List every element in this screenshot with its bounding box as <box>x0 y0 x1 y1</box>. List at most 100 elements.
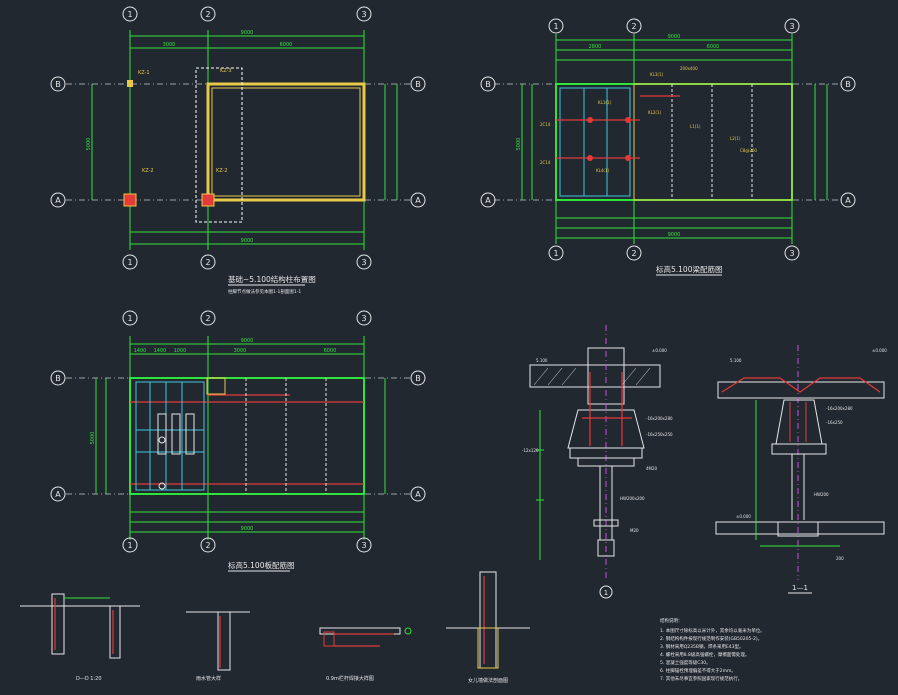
svg-text:±0.000: ±0.000 <box>652 348 667 353</box>
notes-line: 1. 本图尺寸除标高以米计外，其余均以毫米为单位。 <box>660 627 765 634</box>
svg-text:L2(1): L2(1) <box>730 136 741 141</box>
plan2-axis-label: 3 <box>789 249 794 258</box>
notes-line: 3. 钢材采用Q235B钢，焊条采用E43型。 <box>660 643 744 650</box>
plan1-axis-label: 3 <box>361 258 366 267</box>
detail-parapet-title: 女儿墙做法剖面图 <box>468 677 508 684</box>
svg-text:KL2(1): KL2(1) <box>648 110 662 115</box>
plan3-cyan-members <box>135 381 205 491</box>
detail-parapet: 女儿墙做法剖面图 <box>446 571 530 684</box>
plan2-axis-label: 1 <box>553 249 558 258</box>
notes-line: 6. 柱脚锚栓预埋偏差不得大于2mm。 <box>660 667 736 674</box>
plan3-dimensions <box>95 336 386 540</box>
plan3-dim-text: 9000 <box>241 338 254 344</box>
plan3-red-rebar <box>130 394 364 485</box>
plan3-axis-label: 3 <box>361 314 366 323</box>
svg-text:L1(1): L1(1) <box>690 124 701 129</box>
detail-downpipe-title: 雨水管大样 <box>196 675 221 682</box>
plan2-dim-text: 9000 <box>668 34 681 40</box>
plan1-axis-label: 3 <box>361 10 366 19</box>
plan1-dashed-zone <box>195 67 243 223</box>
plan3-dim-text: 1000 <box>174 348 187 354</box>
plan1-axis-label: A <box>415 196 421 205</box>
plan1-tag: KZ-3 <box>220 68 232 74</box>
plan3-outline <box>129 377 365 495</box>
plan1-subtitle: 柱脚节点做法参见本图1-1剖面图1-1 <box>228 288 301 295</box>
svg-text:KL1(1): KL1(1) <box>598 100 612 105</box>
plan2-axis-label: 2 <box>631 22 636 31</box>
notes-line: 5. 混凝土强度等级C30。 <box>660 659 711 666</box>
plan1-column <box>123 193 137 207</box>
plan2-dimensions <box>521 34 828 244</box>
plan1-axis-label: A <box>55 196 61 205</box>
svg-text:200: 200 <box>836 556 844 561</box>
plan2-axis-label: 3 <box>789 22 794 31</box>
detail-railing: 0.9m栏杆焊接大样图 <box>319 627 412 682</box>
plan3-axis-label: A <box>55 490 61 499</box>
plan2-title: 标高5.100梁配筋图 <box>656 264 722 274</box>
plan1-dim-text: 9000 <box>241 30 254 36</box>
svg-text:200x400: 200x400 <box>680 66 698 71</box>
plan1-dim-text: 9000 <box>241 238 254 244</box>
plan-beam-reinforcement: KL1(1)KL2(1) L1(1)L2(1) KL3(1)KL4(1) 2C1… <box>480 18 856 276</box>
svg-text:2C14: 2C14 <box>540 122 551 127</box>
section-1-1-label: 1—1 <box>792 584 808 592</box>
plan3-dim-text: 3000 <box>234 348 247 354</box>
plan1-column <box>127 80 133 87</box>
svg-text:KL3(1): KL3(1) <box>650 72 664 77</box>
svg-text:HW200x200: HW200x200 <box>620 496 645 501</box>
plan3-axis-label: B <box>55 374 61 383</box>
plan2-axis-label: A <box>845 196 851 205</box>
svg-text:M20: M20 <box>630 528 639 533</box>
plan2-dim-text: 2800 <box>589 44 602 50</box>
svg-text:-16x250x250: -16x250x250 <box>646 432 673 437</box>
detail-downpipe: 雨水管大样 <box>186 611 250 682</box>
plan1-dim-text: 3000 <box>163 42 176 48</box>
svg-text:±0.000: ±0.000 <box>736 514 751 519</box>
detail-d-d: D—D 1:20 <box>20 593 140 682</box>
plan2-red-beams <box>556 95 680 159</box>
plan-column-layout: 1 2 3 1 2 3 B A B A 9000 3000 6000 9000 … <box>50 6 426 295</box>
plan1-axis-label: 1 <box>127 10 132 19</box>
notes-line: 7. 其他未尽事宜参照国家现行规范执行。 <box>660 675 742 682</box>
plan2-dim-text: 5000 <box>516 138 522 151</box>
plan2-dim-text: 6000 <box>707 44 720 50</box>
plan1-tag: KZ-1 <box>138 70 150 76</box>
plan3-axis-label: A <box>415 490 421 499</box>
plan2-outline <box>555 83 793 201</box>
plan3-axis-label: 2 <box>205 541 210 550</box>
plan3-dim-text: 5000 <box>90 432 96 445</box>
plan1-tag: KZ-2 <box>216 168 228 174</box>
plan3-title: 标高5.100板配筋图 <box>228 560 294 570</box>
plan1-title: 基础~5.100结构柱布置图 <box>228 274 316 284</box>
plan1-axis-label: 1 <box>127 258 132 267</box>
notes-title: 结构说明： <box>660 617 683 624</box>
plan2-axis-label: 2 <box>631 249 636 258</box>
notes-line: 2. 钢结构构件按现行规范制作安装(GB50205-2)。 <box>660 635 762 642</box>
plan1-axis-label: B <box>415 80 421 89</box>
svg-text:-16x200x280: -16x200x280 <box>826 406 853 411</box>
svg-text:±0.000: ±0.000 <box>872 348 887 353</box>
svg-text:-16x250: -16x250 <box>826 420 843 425</box>
plan3-axis-label: B <box>415 374 421 383</box>
plan1-column <box>201 193 215 207</box>
plan1-beam-outline <box>206 82 366 202</box>
plan3-axis-label: 3 <box>361 541 366 550</box>
plan1-axis-label: 2 <box>205 10 210 19</box>
plan1-dim-text: 5000 <box>86 138 92 151</box>
plan2-cyan-members <box>559 87 631 197</box>
plan1-axis-label: B <box>55 80 61 89</box>
section1-label: 1 <box>604 589 608 597</box>
plan2-dim-text: 9000 <box>668 232 681 238</box>
svg-text:5.100: 5.100 <box>730 358 742 363</box>
plan3-axis-label: 2 <box>205 314 210 323</box>
plan3-dim-text: 1400 <box>134 348 147 354</box>
plan3-dim-text: 6000 <box>324 348 337 354</box>
svg-text:5.100: 5.100 <box>536 358 548 363</box>
plan3-dim-text: 1400 <box>154 348 167 354</box>
plan3-axis-label: 1 <box>127 314 132 323</box>
plan1-dimensions <box>91 30 398 250</box>
detail-railing-title: 0.9m栏杆焊接大样图 <box>326 675 374 682</box>
plan3-axis-label: 1 <box>127 541 132 550</box>
plan-slab-reinforcement: 1 2 3 1 2 3 B A B A 9000 1400 1400 1000 … <box>50 310 426 572</box>
